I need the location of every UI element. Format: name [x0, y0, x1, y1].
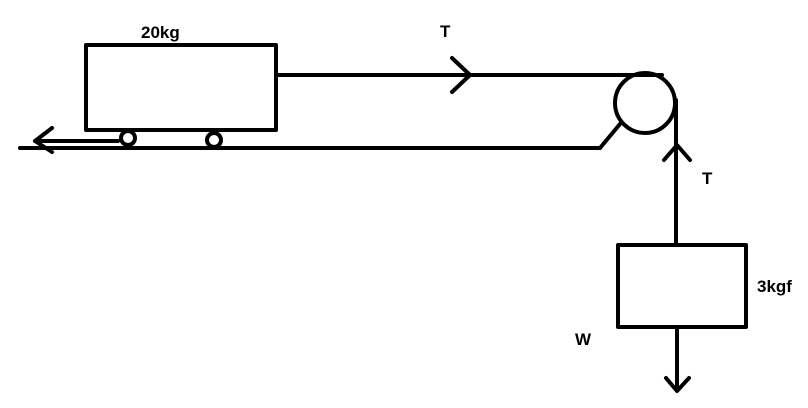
tension-arrow-right	[450, 56, 472, 94]
weight-arrow-head	[664, 376, 691, 393]
cart-body	[84, 43, 278, 132]
pulley-wheel	[613, 71, 677, 135]
weight-label: W	[575, 330, 592, 349]
tension-top-label: T	[440, 22, 451, 41]
tension-right-label: T	[702, 169, 713, 188]
cart-mass-label: 20kg	[141, 23, 180, 42]
tension-arrow-up	[662, 143, 692, 162]
hanging-mass	[616, 243, 748, 329]
friction-arrow-head	[33, 126, 54, 154]
hanging-weight-label: 3kgf	[757, 277, 792, 296]
cart-wheel-right	[205, 131, 223, 149]
cart-wheel-left	[119, 129, 137, 147]
pulley-support	[598, 122, 622, 150]
